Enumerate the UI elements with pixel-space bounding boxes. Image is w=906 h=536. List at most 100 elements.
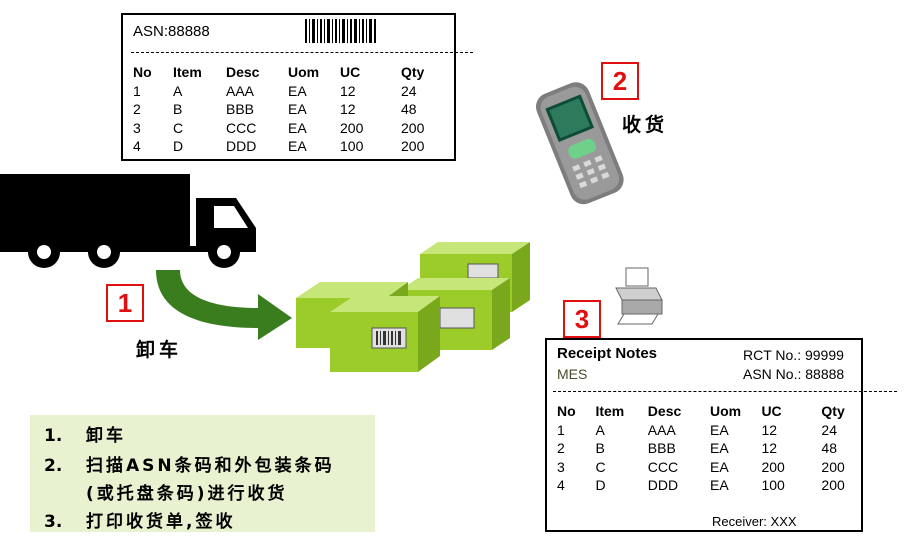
column-header: Qty — [821, 403, 845, 419]
receipt-title: Receipt Notes — [557, 345, 658, 362]
column-header: Qty — [401, 64, 425, 80]
cartons-icon — [296, 242, 530, 372]
step-1-label: 卸车 — [136, 339, 183, 361]
table-cell: CCC — [647, 458, 679, 475]
column-header: Item — [173, 64, 202, 80]
table-cell: AAA — [226, 82, 255, 99]
table-cell: D — [173, 138, 184, 154]
step-1-badge: 1 — [106, 284, 144, 322]
note-text: 扫描ASN条码和外包装条码 — [86, 456, 335, 476]
table-cell: 200 — [821, 458, 845, 475]
table-cell: C — [173, 119, 184, 136]
table-cell: 100 — [340, 138, 364, 154]
asn-divider — [131, 52, 473, 53]
table-cell: B — [173, 101, 183, 117]
barcode-icon — [305, 19, 376, 43]
handheld-scanner-icon — [535, 82, 624, 205]
table-cell: 200 — [340, 119, 364, 136]
table-cell: 1 — [557, 421, 565, 438]
table-cell: EA — [710, 458, 729, 475]
table-cell: EA — [288, 138, 307, 154]
table-cell: AAA — [647, 421, 676, 438]
column-header: Item — [595, 403, 625, 419]
table-cell: 12 — [761, 440, 778, 456]
table-cell: 200 — [761, 458, 785, 475]
column-header: No — [133, 64, 152, 80]
table-cell: C — [595, 458, 606, 475]
table-cell: DDD — [647, 477, 679, 493]
table-cell: EA — [288, 119, 307, 136]
table-cell: 24 — [401, 82, 417, 99]
table-cell: B — [595, 440, 605, 456]
table-cell: EA — [710, 421, 729, 438]
note-line-2: 2. 扫描ASN条码和外包装条码 — [44, 451, 335, 476]
note-number: 3. — [44, 512, 63, 532]
note-line-2-cont: (或托盘条码)进行收货 — [44, 479, 288, 504]
table-cell: 4 — [133, 138, 141, 154]
table-cell: A — [173, 82, 183, 99]
table-cell: 100 — [761, 477, 785, 493]
table-cell: 12 — [340, 101, 356, 117]
note-number: 1. — [44, 426, 63, 446]
step-2-badge: 2 — [601, 62, 639, 100]
step-3-badge: 3 — [563, 300, 601, 338]
note-text: 打印收货单,签收 — [86, 512, 236, 532]
receipt-table-header: No Item Desc Uom UC Qty — [557, 402, 861, 421]
table-cell: 4 — [557, 477, 565, 493]
step-2-label: 收货 — [622, 114, 669, 136]
note-line-1: 1. 卸车 — [44, 421, 126, 446]
table-cell: 48 — [401, 101, 417, 117]
table-cell: 3 — [133, 119, 141, 136]
receipt-receiver: Receiver: XXX — [712, 514, 797, 529]
table-cell: BBB — [226, 101, 255, 117]
table-cell: EA — [710, 440, 729, 456]
table-cell: A — [595, 421, 605, 438]
receipt-sheet: Receipt Notes MES RCT No.: 99999 ASN No.… — [545, 338, 897, 532]
column-header: Desc — [226, 64, 260, 80]
table-cell: EA — [288, 82, 307, 99]
note-text: 卸车 — [86, 426, 126, 446]
table-cell: D — [595, 477, 606, 493]
receipt-company: MES — [557, 366, 588, 382]
column-header: Uom — [288, 64, 320, 80]
table-cell: 2 — [557, 440, 565, 456]
table-cell: 3 — [557, 458, 565, 475]
table-cell: 12 — [761, 421, 778, 438]
table-cell: EA — [288, 101, 307, 117]
table-cell: 1 — [133, 82, 141, 99]
note-number: 2. — [44, 456, 63, 476]
table-cell: 12 — [340, 82, 356, 99]
table-cell: DDD — [226, 138, 257, 154]
table-cell: 200 — [821, 477, 845, 493]
note-line-3: 3. 打印收货单,签收 — [44, 507, 235, 532]
asn-title: ASN:88888 — [133, 23, 210, 40]
unload-arrow-icon — [156, 270, 292, 340]
table-cell: CCC — [226, 119, 257, 136]
table-cell: 2 — [133, 101, 141, 117]
process-notes: 1. 卸车 2. 扫描ASN条码和外包装条码 (或托盘条码)进行收货 3. 打印收货单… — [30, 415, 375, 532]
note-text: (或托盘条码)进行收货 — [86, 484, 288, 504]
column-header: UC — [340, 64, 361, 80]
column-header: Desc — [647, 403, 682, 419]
column-header: UC — [761, 403, 782, 419]
receipt-asn-no: ASN No.: 88888 — [743, 366, 845, 382]
table-cell: 48 — [821, 440, 837, 456]
table-cell: BBB — [647, 440, 676, 456]
table-cell: EA — [710, 477, 729, 493]
table-cell: 200 — [401, 119, 425, 136]
table-cell: 200 — [401, 138, 425, 154]
column-header: Uom — [710, 403, 742, 419]
receipt-rct-no: RCT No.: 99999 — [743, 347, 844, 363]
column-header: No — [557, 403, 576, 419]
receipt-divider — [553, 391, 897, 392]
